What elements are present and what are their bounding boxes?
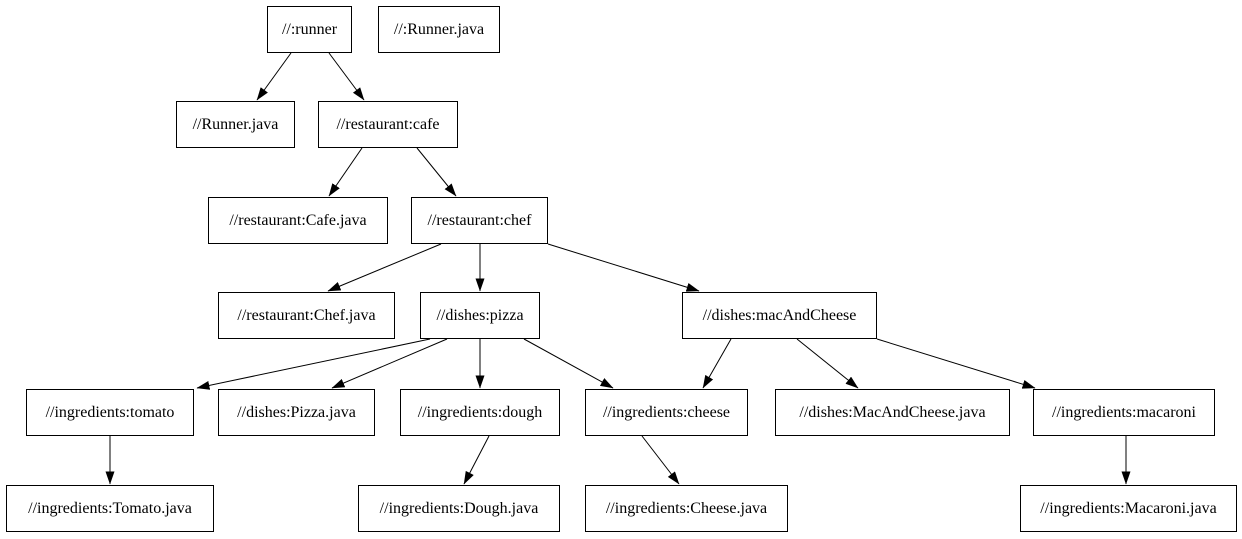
node-runner: //:runner <box>267 6 352 53</box>
node-mac-and-cheese-java: //dishes:MacAndCheese.java <box>775 389 1010 436</box>
node-macaroni-java: //ingredients:Macaroni.java <box>1020 485 1237 532</box>
edge-runner-to-runner-java <box>256 52 292 101</box>
edge-chef-to-chef-java <box>327 243 442 292</box>
node-runner-java: //Runner.java <box>176 101 295 148</box>
node-tomato: //ingredients:tomato <box>26 389 194 436</box>
edge-group <box>105 52 1131 485</box>
node-chef-java: //restaurant:Chef.java <box>218 292 395 339</box>
edge-mac-and-cheese-to-macaroni <box>876 338 1036 389</box>
edge-chef-to-mac-and-cheese <box>547 243 700 292</box>
edge-mac-and-cheese-to-mac-and-cheese-java <box>796 338 859 389</box>
edge-dough-to-dough-java <box>463 435 490 485</box>
edge-pizza-to-pizza-java <box>331 338 448 389</box>
node-pizza-java: //dishes:Pizza.java <box>218 389 375 436</box>
edge-runner-to-cafe <box>328 52 365 101</box>
edge-pizza-to-tomato <box>196 338 431 390</box>
node-runner-java-top: //:Runner.java <box>378 6 500 53</box>
node-dough-java: //ingredients:Dough.java <box>358 485 560 532</box>
edge-cheese-to-cheese-java <box>641 435 680 485</box>
node-chef: //restaurant:chef <box>411 197 548 244</box>
node-macaroni: //ingredients:macaroni <box>1033 389 1215 436</box>
edge-pizza-to-cheese <box>523 338 614 389</box>
node-tomato-java: //ingredients:Tomato.java <box>6 485 214 532</box>
node-cheese: //ingredients:cheese <box>585 389 748 436</box>
node-cafe: //restaurant:cafe <box>318 101 458 148</box>
node-mac-and-cheese: //dishes:macAndCheese <box>682 292 877 339</box>
edge-mac-and-cheese-to-cheese <box>702 338 732 389</box>
edge-cafe-to-cafe-java <box>328 147 363 197</box>
node-cheese-java: //ingredients:Cheese.java <box>585 485 788 532</box>
node-cafe-java: //restaurant:Cafe.java <box>208 197 388 244</box>
edge-cafe-to-chef <box>416 147 457 197</box>
node-dough: //ingredients:dough <box>400 389 560 436</box>
node-pizza: //dishes:pizza <box>420 292 540 339</box>
